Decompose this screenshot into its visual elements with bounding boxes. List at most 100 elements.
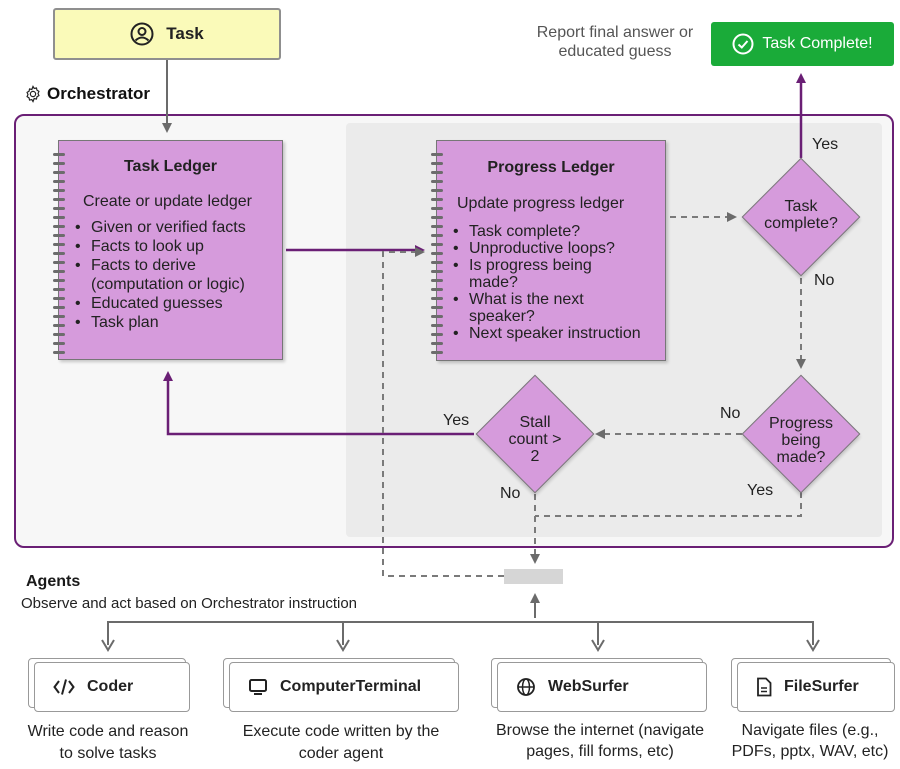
task-complete-label: Task Complete! <box>762 35 873 52</box>
agents-subtitle: Observe and act based on Orchestrator in… <box>21 595 358 612</box>
list-item: Facts to derive <box>69 256 246 275</box>
label-complete-no: No <box>814 272 835 289</box>
gear-icon <box>24 85 42 103</box>
binding-ring <box>53 171 65 174</box>
task-node: Task <box>53 8 281 60</box>
label-complete-yes: Yes <box>812 136 839 153</box>
binding-ring <box>431 243 443 246</box>
list-item: What is the next <box>447 291 641 308</box>
binding-ring <box>53 333 65 336</box>
agent-name: FileSurfer <box>784 678 859 695</box>
agent-desc-line: to solve tasks <box>59 745 157 762</box>
binding-ring <box>53 162 65 165</box>
agent-desc-line: Navigate files (e.g., <box>741 722 879 739</box>
label-stall-no: No <box>500 485 521 502</box>
agent-desc-line: coder agent <box>298 745 384 762</box>
agent-computerterminal: ComputerTerminal <box>229 662 459 712</box>
agent-name: ComputerTerminal <box>280 678 422 695</box>
agents-title: Agents <box>26 573 81 590</box>
label-stall-yes: Yes <box>443 412 470 429</box>
binding-ring <box>53 216 65 219</box>
report-label: Report final answer or educated guess <box>520 23 710 61</box>
task-ledger-subtitle: Create or update ledger <box>83 193 252 210</box>
list-item: Facts to look up <box>69 237 246 256</box>
label-progress-no: No <box>720 405 741 422</box>
decision-line: Task <box>784 198 818 215</box>
list-item-continued: speaker? <box>469 308 535 325</box>
binding-ring <box>53 279 65 282</box>
list-item: Is progress being <box>447 257 641 274</box>
terminal-icon <box>248 678 268 696</box>
report-line-2: educated guess <box>558 43 672 60</box>
binding-ring <box>431 342 443 345</box>
agent-computerterminal-desc: Execute code written by the coder agent <box>216 721 466 765</box>
binding-ring <box>431 297 443 300</box>
binding-ring <box>53 225 65 228</box>
agent-desc-line: Execute code written by the <box>242 723 440 740</box>
agent-desc-line: Browse the internet (navigate <box>495 722 705 739</box>
binding-ring <box>431 234 443 237</box>
binding-ring <box>431 279 443 282</box>
agent-desc-line: Write code and reason <box>27 723 189 740</box>
binding-ring <box>431 162 443 165</box>
decision-line: Stall <box>519 414 551 431</box>
agent-websurfer-desc: Browse the internet (navigate pages, fil… <box>480 720 720 762</box>
binding-ring <box>431 324 443 327</box>
binding-ring <box>431 252 443 255</box>
agent-websurfer: WebSurfer <box>497 662 707 712</box>
list-item: Next speaker instruction <box>447 325 641 342</box>
code-icon <box>53 678 75 696</box>
binding-ring <box>431 216 443 219</box>
binding-ring <box>53 180 65 183</box>
binding-ring <box>53 297 65 300</box>
agent-desc-line: pages, fill forms, etc) <box>526 743 674 760</box>
list-item: Unproductive loops? <box>447 240 641 257</box>
binding-ring <box>53 189 65 192</box>
binding-ring <box>53 198 65 201</box>
decision-line: Progress <box>768 415 834 432</box>
decision-line: count > <box>508 431 562 448</box>
task-complete-decision-label: Task complete? <box>751 198 851 232</box>
progress-ledger-title: Progress Ledger <box>487 159 615 176</box>
binding-ring <box>431 225 443 228</box>
agent-name: Coder <box>87 678 134 695</box>
report-line-1: Report final answer or <box>536 24 694 41</box>
globe-icon <box>516 677 536 697</box>
list-item: Educated guesses <box>69 294 246 313</box>
binding-ring <box>53 261 65 264</box>
binding-ring <box>431 261 443 264</box>
orchestrator-title: Orchestrator <box>47 84 150 103</box>
task-label: Task <box>166 24 204 43</box>
binding-ring <box>53 324 65 327</box>
binding-ring <box>431 270 443 273</box>
progress-decision-label: Progress being made? <box>751 415 851 466</box>
agent-filesurfer: FileSurfer <box>737 662 895 712</box>
task-ledger-list: Given or verified facts Facts to look up… <box>69 218 246 332</box>
decision-line: made? <box>776 449 826 466</box>
list-item: Task complete? <box>447 223 641 240</box>
binding-ring <box>53 252 65 255</box>
decision-line: 2 <box>530 448 540 465</box>
list-item: Given or verified facts <box>69 218 246 237</box>
binding-ring <box>53 342 65 345</box>
binding-ring <box>53 351 65 354</box>
orchestrator-label: Orchestrator <box>24 84 150 104</box>
task-ledger: Task Ledger Create or update ledger Give… <box>53 140 283 360</box>
progress-ledger: Progress Ledger Update progress ledger T… <box>431 140 666 361</box>
binding-ring <box>53 315 65 318</box>
edge-stall-yes-to-task-ledger <box>163 371 474 436</box>
binding-ring <box>53 288 65 291</box>
label-progress-yes: Yes <box>747 482 774 499</box>
agent-name: WebSurfer <box>548 678 629 695</box>
decision-line: being <box>781 432 821 449</box>
binding-ring <box>431 207 443 210</box>
binding-ring <box>431 306 443 309</box>
binding-ring <box>53 234 65 237</box>
binding-ring <box>431 189 443 192</box>
binding-ring <box>431 351 443 354</box>
agent-dispatch-hub <box>504 569 563 584</box>
binding-ring <box>431 333 443 336</box>
progress-ledger-subtitle: Update progress ledger <box>457 195 625 212</box>
binding-ring <box>53 306 65 309</box>
